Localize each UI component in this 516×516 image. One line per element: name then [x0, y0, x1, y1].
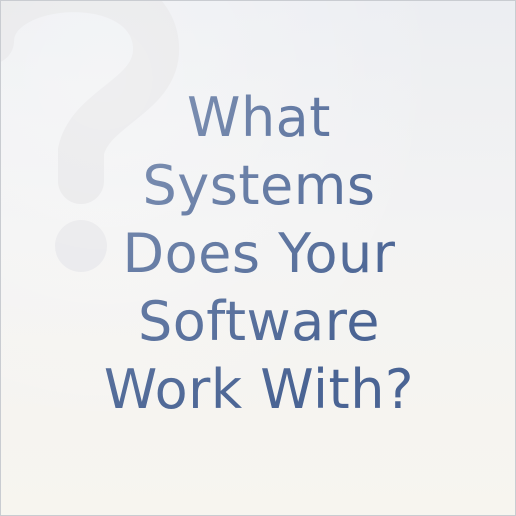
- title-line-4: Software: [137, 290, 381, 353]
- title-line-3: Does Your: [122, 222, 396, 285]
- slide-title: What Systems Does Your Software Work Wit…: [1, 84, 515, 424]
- title-line-2: Systems: [142, 154, 376, 217]
- title-line-1: What: [187, 86, 331, 149]
- title-line-5: Work With?: [103, 358, 415, 421]
